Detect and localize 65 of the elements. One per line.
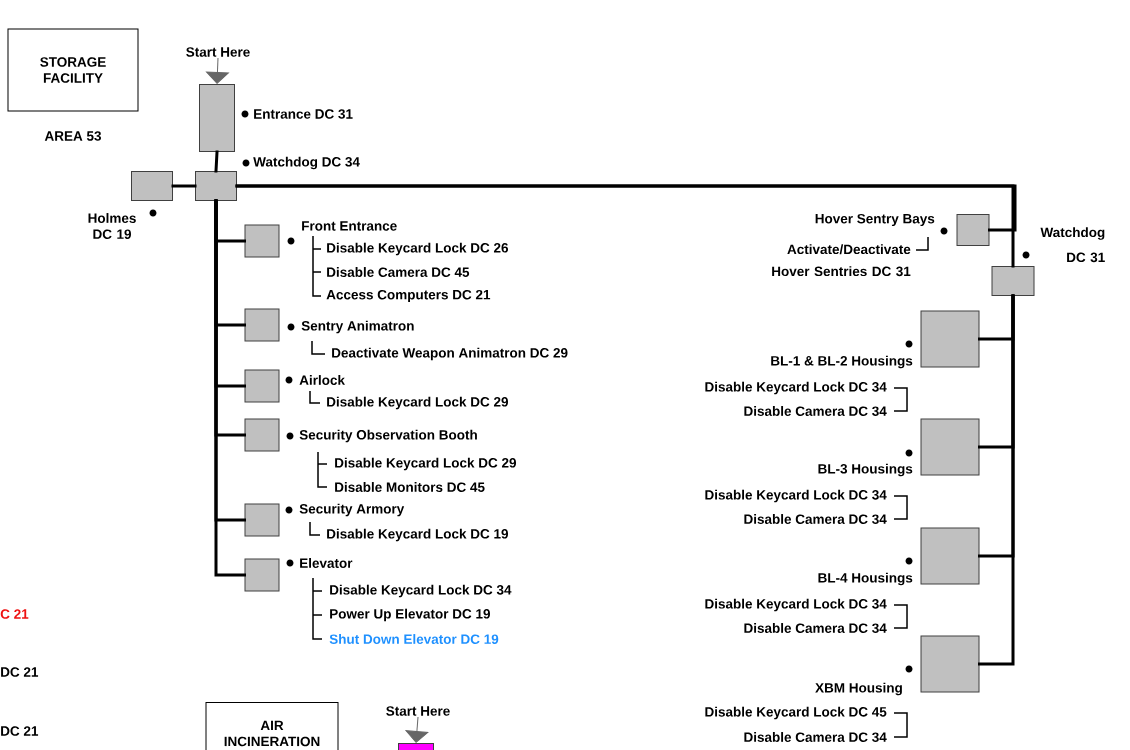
task-label: Disable Camera DC 34: [744, 406, 887, 416]
facility-box: AIR INCINERATION: [205, 702, 339, 750]
room-box: [398, 743, 434, 750]
room-box: [131, 171, 173, 201]
room-box: [920, 310, 980, 368]
start-arrow: [405, 716, 429, 743]
room-label: BL-1 & BL-2 Housings: [771, 355, 913, 369]
room-label: Sentry Animatron: [301, 320, 414, 334]
task-label: Disable Keycard Lock DC 34: [330, 584, 512, 598]
room-box: [244, 503, 280, 537]
room-box: [199, 84, 235, 152]
start-arrow: [206, 57, 229, 84]
facility-box: STORAGE FACILITY: [7, 28, 139, 112]
room-label: Entrance DC 31: [254, 109, 353, 119]
task-label: Disable Keycard Lock DC 26: [327, 242, 509, 256]
task-label: Disable Camera DC 45: [327, 267, 470, 277]
room-box: [991, 266, 1035, 296]
task-label: Disable Camera DC 34: [744, 732, 887, 742]
connector-line: [214, 150, 219, 173]
room-box: [244, 558, 280, 592]
task-label: Disable Keycard Lock DC 34: [705, 489, 887, 503]
room-box: [195, 171, 237, 201]
room-box: [920, 418, 980, 476]
code-label: DC 21: [1, 667, 39, 677]
code-label: C 21: [0, 609, 29, 619]
task-label: Power Up Elevator DC 19: [330, 608, 490, 622]
room-box: [244, 418, 280, 452]
area-label: AREA 53: [44, 131, 101, 141]
connector-line: [978, 294, 1015, 666]
start-label: Start Here: [386, 706, 450, 716]
room-label: Elevator: [300, 558, 353, 568]
room-box: [920, 635, 980, 693]
task-label: Shut Down Elevator DC 19: [329, 634, 499, 644]
task-label: Activate/Deactivate Hover Sentries DC 31: [772, 244, 911, 277]
code-label: DC 21: [1, 726, 39, 736]
room-label: XBM Housing: [815, 682, 902, 696]
task-label: Disable Keycard Lock DC 29: [327, 396, 508, 410]
task-label: Access Computers DC 21: [326, 289, 491, 303]
task-label: Deactivate Weapon Animatron DC 29: [332, 347, 568, 361]
room-label: Holmes DC 19: [88, 213, 136, 239]
task-label: Disable Keycard Lock DC 29: [335, 457, 516, 471]
task-label: Disable Monitors DC 45: [335, 482, 485, 492]
connector-line: [171, 184, 197, 188]
room-label: Security Armory: [299, 503, 405, 517]
room-label: Watchdog DC 31: [1040, 227, 1105, 263]
task-label: Disable Keycard Lock DC 45: [705, 706, 887, 720]
room-box: [956, 214, 990, 246]
start-label: Start Here: [186, 47, 250, 57]
task-label: Disable Keycard Lock DC 19: [327, 528, 508, 542]
room-label: Airlock: [299, 375, 345, 385]
room-box: [244, 369, 280, 403]
task-label: Disable Keycard Lock DC 34: [705, 381, 887, 395]
room-label: BL-4 Housings: [818, 572, 913, 586]
room-label: Security Observation Booth: [299, 429, 477, 443]
room-label: Front Entrance: [302, 221, 397, 231]
room-label: BL-3 Housings: [818, 463, 913, 477]
room-box: [920, 527, 980, 585]
room-box: [244, 308, 280, 342]
room-box: [244, 224, 280, 258]
task-label: Disable Camera DC 34: [744, 514, 887, 524]
task-label: Disable Camera DC 34: [744, 623, 887, 633]
task-label: Disable Keycard Lock DC 34: [705, 598, 887, 612]
room-label: Watchdog DC 34: [253, 156, 360, 170]
room-label: Hover Sentry Bays: [815, 213, 935, 227]
connector-line: [235, 184, 1015, 268]
